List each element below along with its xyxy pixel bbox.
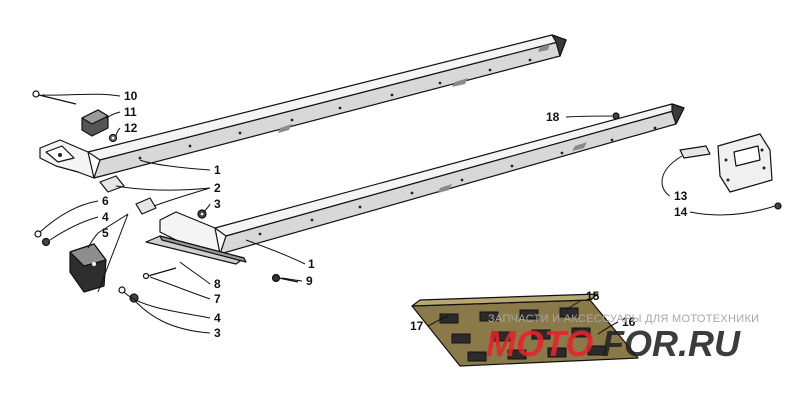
callout-3-upper: 3 bbox=[214, 197, 221, 211]
stopper-block-11 bbox=[81, 109, 109, 137]
washer-6 bbox=[34, 230, 42, 238]
washer-4a bbox=[41, 237, 51, 247]
callout-17: 17 bbox=[410, 319, 424, 333]
callout-18: 18 bbox=[546, 110, 560, 124]
callout-3-lower: 3 bbox=[214, 326, 221, 340]
leader-lines bbox=[39, 93, 776, 335]
wear-strip-8 bbox=[145, 235, 247, 265]
track-clip-assembly bbox=[411, 293, 639, 367]
bolt-9 bbox=[271, 273, 299, 283]
slide-block-5 bbox=[69, 243, 107, 293]
callout-15: 15 bbox=[586, 289, 600, 303]
callout-1-lower: 1 bbox=[308, 257, 315, 271]
watermark-brand-for: FOR.RU bbox=[602, 323, 741, 364]
callout-11: 11 bbox=[124, 105, 137, 119]
callout-8: 8 bbox=[214, 277, 221, 291]
callout-16: 16 bbox=[622, 315, 636, 329]
callout-5: 5 bbox=[102, 226, 109, 240]
callout-10: 10 bbox=[124, 89, 138, 103]
upper-slide-rail bbox=[39, 34, 567, 179]
bracket-13 bbox=[679, 145, 711, 159]
nut-12 bbox=[108, 133, 118, 143]
callout-14: 14 bbox=[674, 205, 688, 219]
watermark-brand-moto: MOTO bbox=[486, 323, 593, 364]
washer-4b bbox=[118, 286, 126, 294]
mounting-plate bbox=[717, 133, 773, 193]
bolt-7 bbox=[142, 267, 177, 280]
callout-1-upper: 1 bbox=[214, 163, 221, 177]
watermark: ЗАПЧАСТИ И АКСЕССУАРЫ ДЛЯ МОТОТЕХНИКИ MO… bbox=[486, 313, 759, 364]
callout-4-lower: 4 bbox=[214, 311, 221, 325]
watermark-tagline: ЗАПЧАСТИ И АКСЕССУАРЫ ДЛЯ МОТОТЕХНИКИ bbox=[488, 313, 759, 325]
spacer-tube-2b bbox=[135, 197, 157, 215]
spacer-tube-2a bbox=[99, 175, 125, 193]
callout-4-upper: 4 bbox=[102, 210, 109, 224]
callout-6: 6 bbox=[102, 194, 109, 208]
rivet-18 bbox=[612, 112, 620, 120]
callout-13: 13 bbox=[674, 189, 688, 203]
callout-7: 7 bbox=[214, 292, 221, 306]
bolt-14 bbox=[774, 202, 782, 210]
callout-9: 9 bbox=[306, 274, 313, 288]
lower-slide-rail bbox=[159, 103, 685, 255]
callout-12: 12 bbox=[124, 121, 138, 135]
long-bolt-10 bbox=[32, 90, 77, 105]
callout-labels: 10 11 12 1 2 3 6 4 5 8 7 4 3 1 9 18 13 1… bbox=[102, 89, 688, 340]
callout-2: 2 bbox=[214, 181, 221, 195]
